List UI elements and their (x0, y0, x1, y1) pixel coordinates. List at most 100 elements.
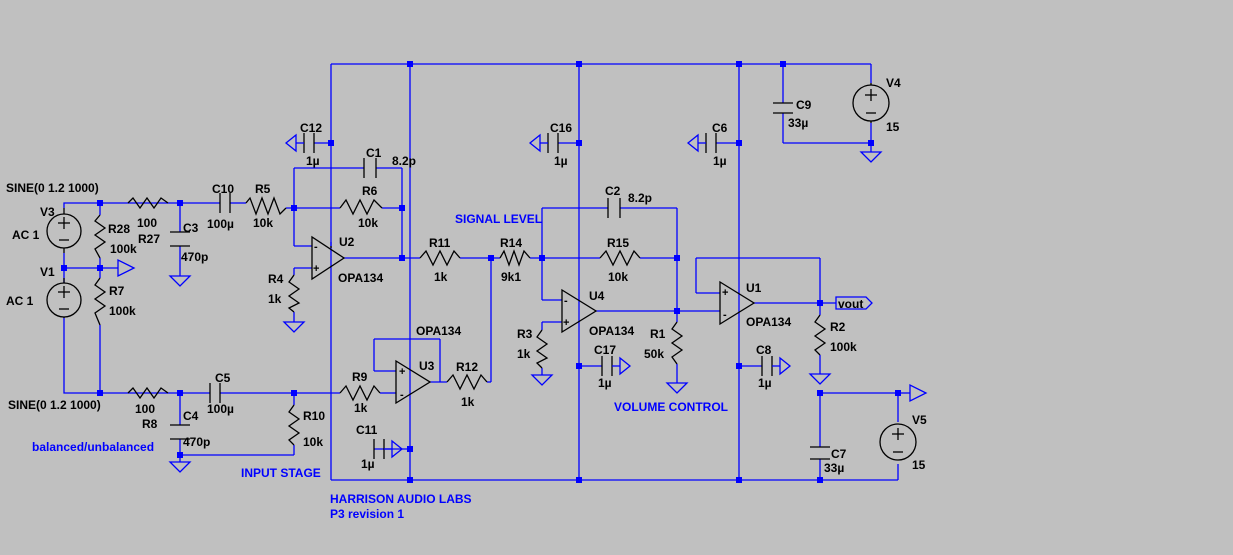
r6-name: R6 (362, 184, 378, 198)
resistor-r10 (287, 404, 301, 446)
c2-name: C2 (605, 184, 621, 198)
r8-name: R8 (142, 417, 158, 431)
r5-value: 10k (253, 216, 273, 230)
opamp-u2: -+ (311, 235, 346, 281)
r10-value: 10k (303, 435, 323, 449)
v3-spec: SINE(0 1.2 1000) (6, 181, 99, 195)
capacitor-c6 (686, 133, 717, 153)
c3-value: 470p (181, 250, 208, 264)
r27-name: R27 (138, 232, 160, 246)
r11-value: 1k (434, 270, 448, 284)
note-input-stage: INPUT STAGE (241, 466, 321, 480)
r3-value: 1k (517, 347, 531, 361)
capacitor-c7 (810, 446, 830, 460)
r14-name: R14 (500, 236, 522, 250)
r1-value: 50k (644, 347, 664, 361)
svg-text:+: + (313, 263, 319, 275)
c4-name: C4 (183, 409, 199, 423)
resistor-r14 (499, 249, 531, 267)
capacitor-c11 (373, 439, 404, 459)
r4-value: 1k (268, 292, 282, 306)
svg-text:+: + (563, 317, 569, 329)
c9-name: C9 (796, 98, 812, 112)
capacitor-c17 (601, 356, 632, 376)
c7-name: C7 (831, 447, 847, 461)
resistor-r11 (419, 249, 461, 267)
capacitor-c9 (773, 102, 793, 114)
r5-name: R5 (255, 182, 271, 196)
r12-name: R12 (456, 360, 478, 374)
u2-name: U2 (339, 235, 355, 249)
capacitor-c1 (363, 158, 377, 178)
r28-name: R28 (108, 222, 130, 236)
resistor-r8 (127, 386, 169, 400)
capacitor-c12 (284, 133, 315, 153)
note-volume-control: VOLUME CONTROL (614, 400, 728, 414)
c9-value: 33µ (788, 116, 808, 130)
voltage-source-v4 (852, 83, 890, 123)
resistor-r2 (813, 314, 827, 356)
u1-name: U1 (746, 281, 762, 295)
r7-name: R7 (109, 284, 125, 298)
resistor-r9 (339, 384, 381, 402)
c8-name: C8 (756, 343, 772, 357)
resistor-r12 (446, 373, 488, 391)
r4-name: R4 (268, 272, 284, 286)
u3-model: OPA134 (416, 324, 461, 338)
v1-value: AC 1 (6, 294, 34, 308)
u3-name: U3 (419, 359, 435, 373)
resistor-r15 (599, 249, 641, 267)
c5-name: C5 (215, 371, 231, 385)
capacitor-c3 (170, 231, 190, 247)
r2-value: 100k (830, 340, 857, 354)
junctions (61, 61, 901, 483)
v4-value: 15 (886, 120, 900, 134)
c8-value: 1µ (758, 376, 772, 390)
r12-value: 1k (461, 395, 475, 409)
v5-name: V5 (912, 413, 927, 427)
opamp-u1: +- (719, 280, 756, 326)
opamp-u4: -+ (561, 288, 598, 334)
c17-value: 1µ (598, 376, 612, 390)
u4-model: OPA134 (589, 324, 634, 338)
c12-value: 1µ (306, 154, 320, 168)
c11-value: 1µ (361, 457, 375, 471)
r27-value: 100 (137, 216, 157, 230)
capacitor-c5 (209, 383, 221, 403)
c11-name: C11 (356, 423, 378, 437)
c6-name: C6 (712, 121, 728, 135)
r10-name: R10 (303, 409, 325, 423)
c3-name: C3 (183, 221, 199, 235)
voltage-source-v1 (46, 278, 82, 318)
resistor-r7 (93, 277, 107, 326)
capacitor-c8 (761, 356, 792, 376)
v5-value: 15 (912, 458, 926, 472)
output-port-vout (835, 296, 873, 310)
v3-name: V3 (40, 205, 55, 219)
labels: SINE(0 1.2 1000) V3 AC 1 V1 AC 1 SINE(0 … (6, 76, 927, 521)
note-company: HARRISON AUDIO LABS (330, 492, 472, 506)
svg-text:-: - (723, 309, 727, 321)
resistor-r27 (127, 196, 169, 210)
ground-symbols (117, 151, 883, 473)
resistor-r5 (245, 196, 287, 216)
r3-name: R3 (517, 327, 533, 341)
r9-value: 1k (354, 401, 368, 415)
svg-text:+: + (399, 366, 405, 378)
capacitor-c2 (607, 198, 621, 218)
v1-spec: SINE(0 1.2 1000) (8, 398, 101, 412)
r2-name: R2 (830, 320, 846, 334)
r15-value: 10k (608, 270, 628, 284)
c10-value: 100µ (207, 217, 234, 231)
supply-arrow-v5 (909, 383, 928, 403)
u4-name: U4 (589, 289, 605, 303)
note-signal-level: SIGNAL LEVEL (455, 212, 542, 226)
c4-value: 470p (183, 435, 210, 449)
voltage-source-v5 (879, 423, 917, 461)
v1-name: V1 (40, 265, 55, 279)
c1-name: C1 (366, 146, 382, 160)
svg-text:+: + (722, 287, 728, 299)
r7-value: 100k (109, 304, 136, 318)
svg-text:-: - (314, 241, 318, 253)
